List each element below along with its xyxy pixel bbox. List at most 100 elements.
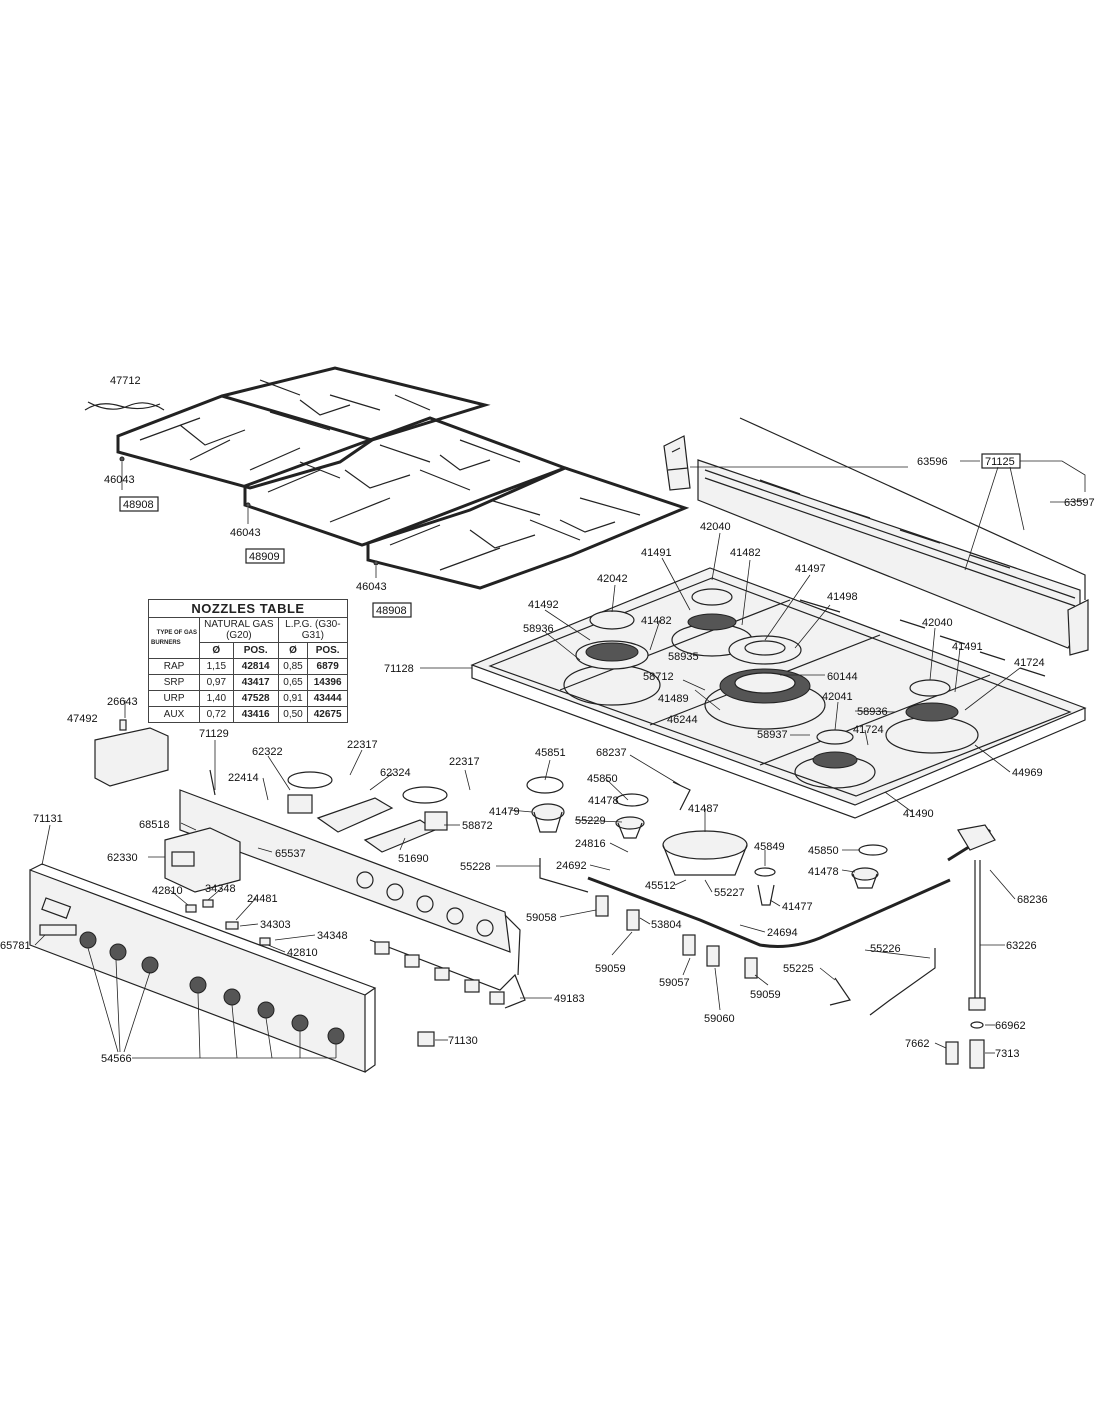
ng-pos-cell: 43417 xyxy=(232,674,279,691)
part-label: 59058 xyxy=(526,912,557,924)
part-label: 22414 xyxy=(228,772,259,784)
part-label: 41479 xyxy=(489,806,520,818)
ng-diameter-cell: 0,97 xyxy=(199,674,234,691)
ng-diameter-cell: 0,72 xyxy=(199,706,234,723)
part-label: 58936 xyxy=(857,706,888,718)
part-label: 24692 xyxy=(556,860,587,872)
part-number-labels: 47712 46043 48908 46043 48909 46043 4890… xyxy=(0,375,1095,1065)
lpg-header: L.P.G. (G30-G31) xyxy=(277,617,349,643)
ng-diameter-header: Ø xyxy=(199,642,234,659)
lpg-pos-header: POS. xyxy=(307,642,348,659)
part-label: 42810 xyxy=(152,885,183,897)
left-end-bracket xyxy=(663,435,691,491)
table-row: URP 1,40 47528 0,91 43444 xyxy=(148,690,348,707)
part-label: 41478 xyxy=(588,795,619,807)
gas-pipes xyxy=(539,781,936,1016)
burner-aux-front xyxy=(794,729,876,789)
small-parts-fascia xyxy=(119,719,435,1047)
lpg-diameter-cell: 0,85 xyxy=(277,658,309,675)
part-label: 71128 xyxy=(384,663,414,675)
part-label: 63597 xyxy=(1064,497,1095,509)
part-label: 42041 xyxy=(822,691,853,703)
lpg-diameter-cell: 0,91 xyxy=(277,690,309,707)
part-label: 42042 xyxy=(597,573,628,585)
part-label: 71131 xyxy=(33,813,63,825)
part-label: 34348 xyxy=(205,883,236,895)
lpg-pos-cell: 6879 xyxy=(307,658,348,675)
pan-support-right xyxy=(366,466,690,590)
part-label: 41724 xyxy=(853,724,884,736)
pan-support-left xyxy=(116,366,491,490)
table-corner: TYPE OF GAS BURNERS xyxy=(148,617,200,659)
part-label: 68518 xyxy=(139,819,170,831)
ng-diameter-cell: 1,15 xyxy=(199,658,234,675)
part-label: 55227 xyxy=(714,887,745,899)
part-label: 51690 xyxy=(398,853,429,865)
part-label: 24816 xyxy=(575,838,606,850)
part-label: 45850 xyxy=(808,845,839,857)
part-label: 48908 xyxy=(123,499,154,511)
part-label: 41498 xyxy=(827,591,858,603)
burners-label: BURNERS xyxy=(151,640,181,646)
natural-gas-header: NATURAL GAS (G20) xyxy=(199,617,279,643)
burner-cell: AUX xyxy=(148,706,200,723)
part-label: 49183 xyxy=(554,993,585,1005)
part-label: 41478 xyxy=(808,866,839,878)
part-label: 66962 xyxy=(995,1020,1026,1032)
part-label: 53804 xyxy=(651,919,682,931)
part-label: 45849 xyxy=(754,841,785,853)
part-label: 42040 xyxy=(700,521,731,533)
ng-pos-header: POS. xyxy=(232,642,279,659)
ng-diameter-cell: 1,40 xyxy=(199,690,234,707)
part-label: 7662 xyxy=(905,1038,929,1050)
part-label: 7313 xyxy=(995,1048,1019,1060)
part-label: 55225 xyxy=(783,963,814,975)
part-label: 42810 xyxy=(287,947,318,959)
burner-urp-center xyxy=(704,635,826,730)
part-label: 24481 xyxy=(247,893,278,905)
part-label: 44969 xyxy=(1012,767,1043,779)
burner-rap-right xyxy=(885,679,979,754)
part-label: 55226 xyxy=(870,943,901,955)
part-label: 22317 xyxy=(347,739,378,751)
switch-rail xyxy=(179,769,521,976)
part-label: 41489 xyxy=(658,693,689,705)
part-label: 71125 xyxy=(985,456,1015,468)
part-label: 55228 xyxy=(460,861,491,873)
part-label: 41482 xyxy=(641,615,672,627)
part-label: 41477 xyxy=(782,901,813,913)
lpg-diameter-cell: 0,50 xyxy=(277,706,309,723)
lpg-pos-cell: 14396 xyxy=(307,674,348,691)
part-label: 41482 xyxy=(730,547,761,559)
ng-pos-cell: 47528 xyxy=(232,690,279,707)
part-label: 41492 xyxy=(528,599,559,611)
part-label: 59060 xyxy=(704,1013,735,1025)
lpg-pos-cell: 43444 xyxy=(307,690,348,707)
burner-cell: SRP xyxy=(148,674,200,691)
lpg-pos-cell: 42675 xyxy=(307,706,348,723)
part-label: 48908 xyxy=(376,605,407,617)
switch-harness xyxy=(369,939,526,1009)
part-label: 45851 xyxy=(535,747,566,759)
burner-aux-left xyxy=(563,610,661,706)
burner-caps-exploded xyxy=(526,776,888,906)
wiring-terminal-block xyxy=(94,727,169,787)
part-label: 34303 xyxy=(260,919,291,931)
part-label: 41491 xyxy=(952,641,983,653)
part-label: 47492 xyxy=(67,713,98,725)
part-label: 68236 xyxy=(1017,894,1048,906)
part-label: 58872 xyxy=(462,820,493,832)
part-label: 26643 xyxy=(107,696,138,708)
part-label: 46244 xyxy=(667,714,698,726)
type-of-gas-label: TYPE OF GAS xyxy=(156,630,197,636)
part-label: 41491 xyxy=(641,547,672,559)
part-label: 71129 xyxy=(199,728,229,740)
ng-pos-cell: 43416 xyxy=(232,706,279,723)
part-label: 71130 xyxy=(448,1035,478,1047)
timer-programmer xyxy=(164,827,241,893)
part-label: 46043 xyxy=(356,581,387,593)
nozzles-table-title: NOZZLES TABLE xyxy=(148,599,348,618)
part-label: 54566 xyxy=(101,1053,132,1065)
gas-manifold xyxy=(587,824,996,1069)
